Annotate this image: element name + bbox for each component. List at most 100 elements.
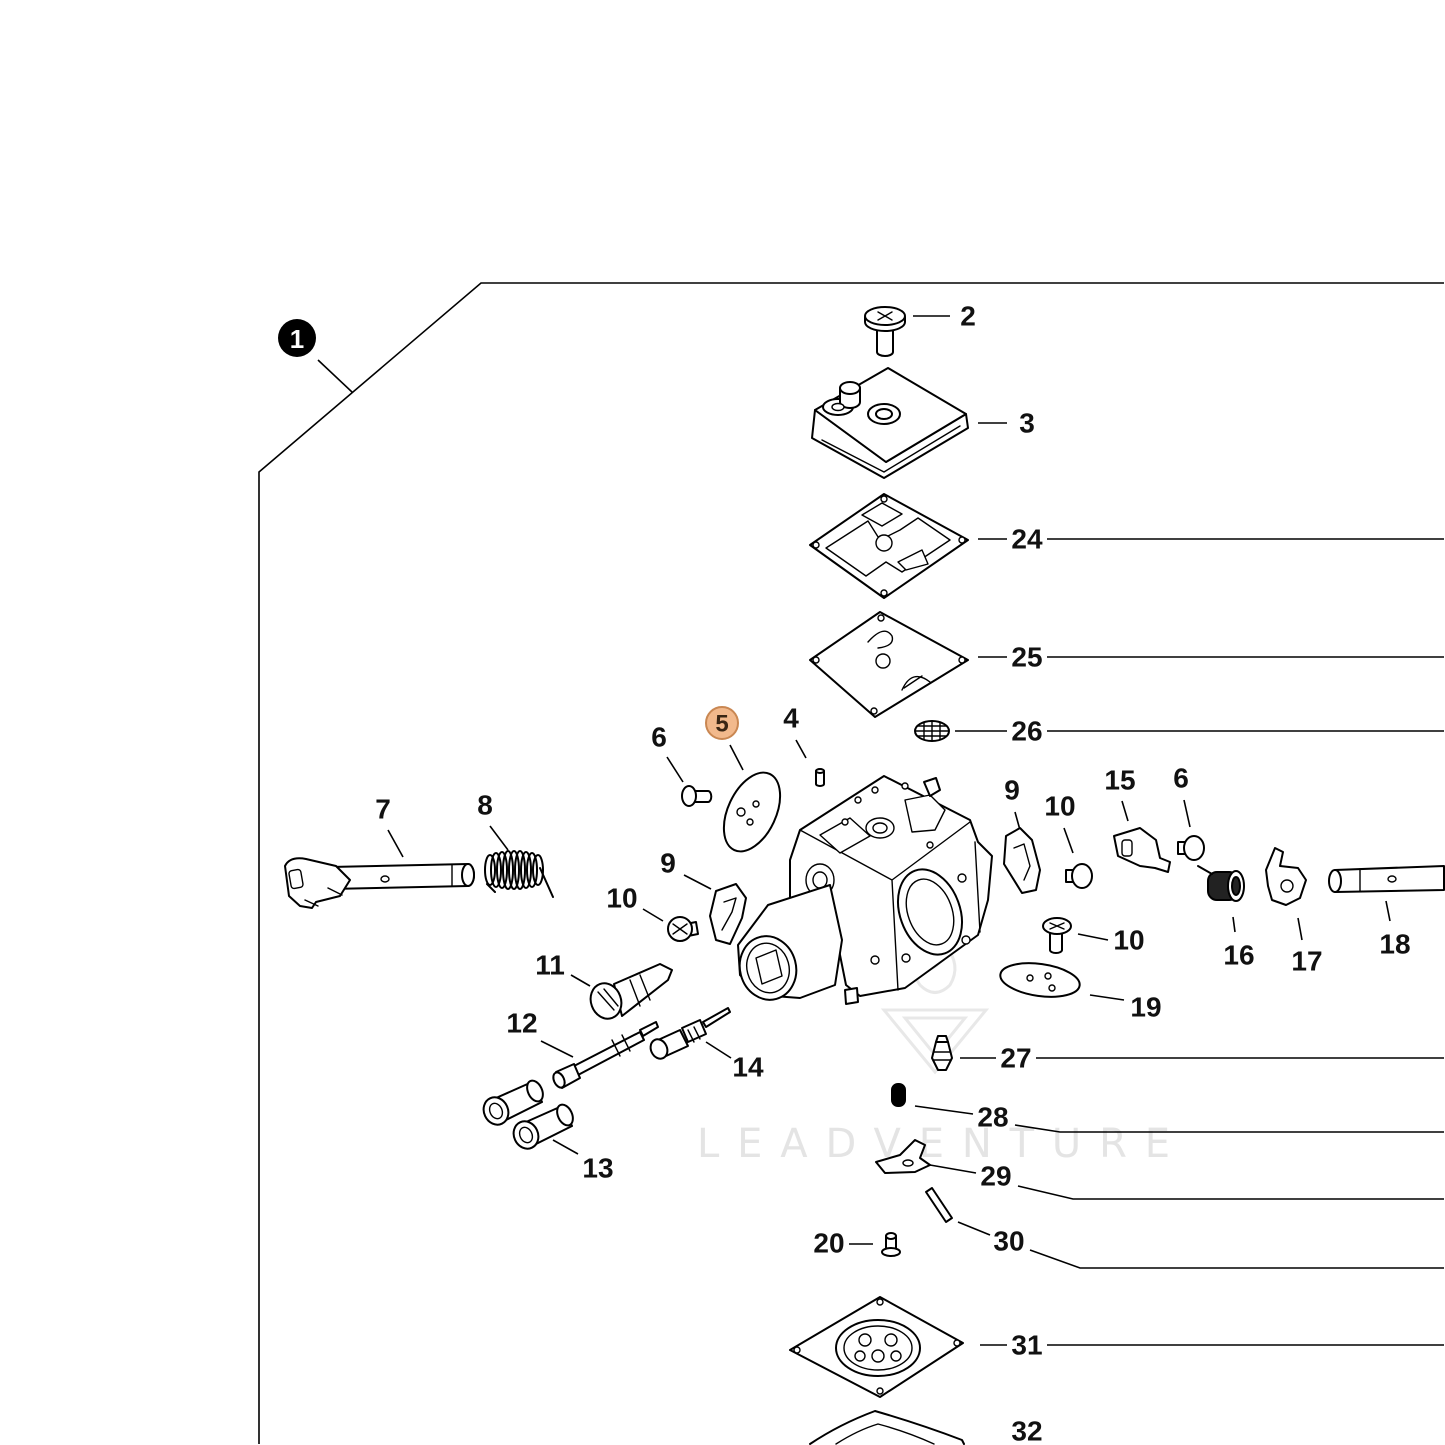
part-3-cover xyxy=(811,367,969,479)
callout-9-right[interactable]: 9 xyxy=(1004,775,1020,806)
callout-31[interactable]: 31 xyxy=(1011,1330,1042,1361)
callout-16[interactable]: 16 xyxy=(1223,940,1254,971)
part-4-pin-outline xyxy=(815,768,825,774)
part-10-screw-left-outline xyxy=(672,923,688,935)
part-9-lever-left-outline xyxy=(709,883,747,945)
part-8-spring-outline xyxy=(520,851,532,889)
callout-10-right-lower[interactable]: 10 xyxy=(1113,925,1144,956)
part-25-diaphragm-outline xyxy=(958,656,966,664)
callout-3[interactable]: 3 xyxy=(1019,408,1035,439)
callout-29[interactable]: 29 xyxy=(980,1161,1011,1192)
part-2-screw-outline xyxy=(877,311,893,321)
callout-6-right[interactable]: 6 xyxy=(1173,763,1189,794)
leader-lines-outline xyxy=(666,756,684,783)
part-27-inlet-needle-outline xyxy=(935,1035,949,1043)
callout-13[interactable]: 13 xyxy=(582,1153,613,1184)
part-7-throttle-shaft-outline xyxy=(284,857,351,909)
leader-lines-outline xyxy=(1017,1185,1444,1200)
leader-lines-outline xyxy=(1089,994,1125,1001)
callout-10-left[interactable]: 10 xyxy=(606,883,637,914)
callout-11[interactable]: 11 xyxy=(535,950,565,981)
part-24-gasket-outline xyxy=(958,536,966,544)
callout-12[interactable]: 12 xyxy=(506,1008,537,1039)
callout-7[interactable]: 7 xyxy=(375,794,391,825)
part-31-pump-diaphragm-outline xyxy=(890,1350,902,1362)
assembly-callout[interactable]: 1 xyxy=(278,319,316,357)
callout-5-highlight[interactable] xyxy=(705,706,739,740)
callout-28[interactable]: 28 xyxy=(977,1102,1008,1133)
part-6-screw-right xyxy=(1177,835,1205,861)
callout-labels: 2 3 24 25 26 4 5 6 6 7 8 9 9 10 10 10 15… xyxy=(375,301,1410,1445)
part-9-lever-left-outline xyxy=(721,897,737,931)
callout-26[interactable]: 26 xyxy=(1011,716,1042,747)
part-15-lever-outline xyxy=(1113,827,1171,873)
part-31-pump-diaphragm-outline xyxy=(953,1339,961,1347)
part-13-limiter-caps-outline xyxy=(556,1103,574,1127)
part-4-pin-outline xyxy=(815,770,825,787)
callout-32[interactable]: 32 xyxy=(1011,1416,1042,1445)
part-8-spring-outline xyxy=(486,867,554,898)
callout-25[interactable]: 25 xyxy=(1011,642,1042,673)
part-7-throttle-shaft-outline xyxy=(288,868,304,890)
part-7-throttle-shaft-outline xyxy=(461,863,475,887)
callout-18[interactable]: 18 xyxy=(1379,929,1410,960)
part-17-lever-plate-outline xyxy=(1280,879,1294,893)
callout-30[interactable]: 30 xyxy=(993,1226,1024,1257)
part-16-spring xyxy=(1197,865,1245,902)
callout-5[interactable]: 5 xyxy=(715,711,728,738)
part-8-spring-outline xyxy=(514,850,526,890)
part-carburetor-body-outline xyxy=(923,777,941,797)
assembly-badge[interactable] xyxy=(278,319,316,357)
part-carburetor-body-outline xyxy=(905,878,955,946)
callout-27[interactable]: 27 xyxy=(1000,1043,1031,1074)
part-25-diaphragm-outline xyxy=(812,656,820,664)
part-10-screw-right-lower-outline xyxy=(1049,922,1065,930)
part-carburetor-body-outline xyxy=(872,822,888,834)
callout-19[interactable]: 19 xyxy=(1130,992,1161,1023)
part-7-throttle-shaft-outline xyxy=(380,875,390,883)
parts xyxy=(284,306,1445,1445)
part-carburetor-body-outline xyxy=(870,955,880,965)
part-12-needle-outline xyxy=(639,1021,659,1037)
callout-2[interactable]: 2 xyxy=(960,301,976,332)
callout-20[interactable]: 20 xyxy=(813,1228,844,1259)
leader-lines-outline xyxy=(642,908,664,922)
callout-15[interactable]: 15 xyxy=(1104,765,1135,796)
part-5-plate-outline xyxy=(736,807,746,817)
leader-lines-outline xyxy=(552,1139,579,1155)
leader-lines-outline xyxy=(387,829,404,858)
part-30-pin xyxy=(925,1187,953,1223)
part-19-plate-outline xyxy=(1044,972,1052,980)
part-14-adjusting-screw-outline xyxy=(702,1007,731,1028)
part-5-plate xyxy=(722,771,782,853)
leader-lines-outline xyxy=(1385,900,1391,922)
leader-lines-outline xyxy=(1029,1249,1444,1269)
callout-8[interactable]: 8 xyxy=(477,790,493,821)
callout-9-left[interactable]: 9 xyxy=(660,848,676,879)
part-2-screw-outline xyxy=(876,323,894,357)
part-9-lever-right xyxy=(1003,827,1041,894)
leader-lines-outline xyxy=(729,744,744,771)
callout-17[interactable]: 17 xyxy=(1291,946,1322,977)
part-carburetor-body-outline xyxy=(871,786,879,794)
part-6-screw-right-outline xyxy=(1183,835,1205,861)
callout-6-left[interactable]: 6 xyxy=(651,722,667,753)
part-10-screw-left xyxy=(667,916,699,942)
part-32-gasket-outline xyxy=(809,1410,965,1445)
callout-10-right-upper[interactable]: 10 xyxy=(1044,791,1075,822)
part-11-adjusting-screw-outline xyxy=(629,974,651,1007)
assembly-callout-label[interactable]: 1 xyxy=(290,324,304,354)
callout-14[interactable]: 14 xyxy=(732,1052,764,1083)
part-carburetor-body-outline xyxy=(755,949,783,985)
part-carburetor-body-outline xyxy=(844,987,859,1005)
part-17-lever-plate-outline xyxy=(1265,847,1307,906)
part-13-limiter-caps-outline xyxy=(488,1102,504,1120)
callout-4[interactable]: 4 xyxy=(783,703,799,734)
part-15-lever xyxy=(1113,827,1171,873)
leader-lines-outline xyxy=(1014,811,1021,831)
part-20-screw xyxy=(881,1232,901,1257)
callout-24[interactable]: 24 xyxy=(1011,524,1043,555)
part-26-screen-outline xyxy=(915,720,949,742)
part-8-spring-outline xyxy=(490,852,502,888)
